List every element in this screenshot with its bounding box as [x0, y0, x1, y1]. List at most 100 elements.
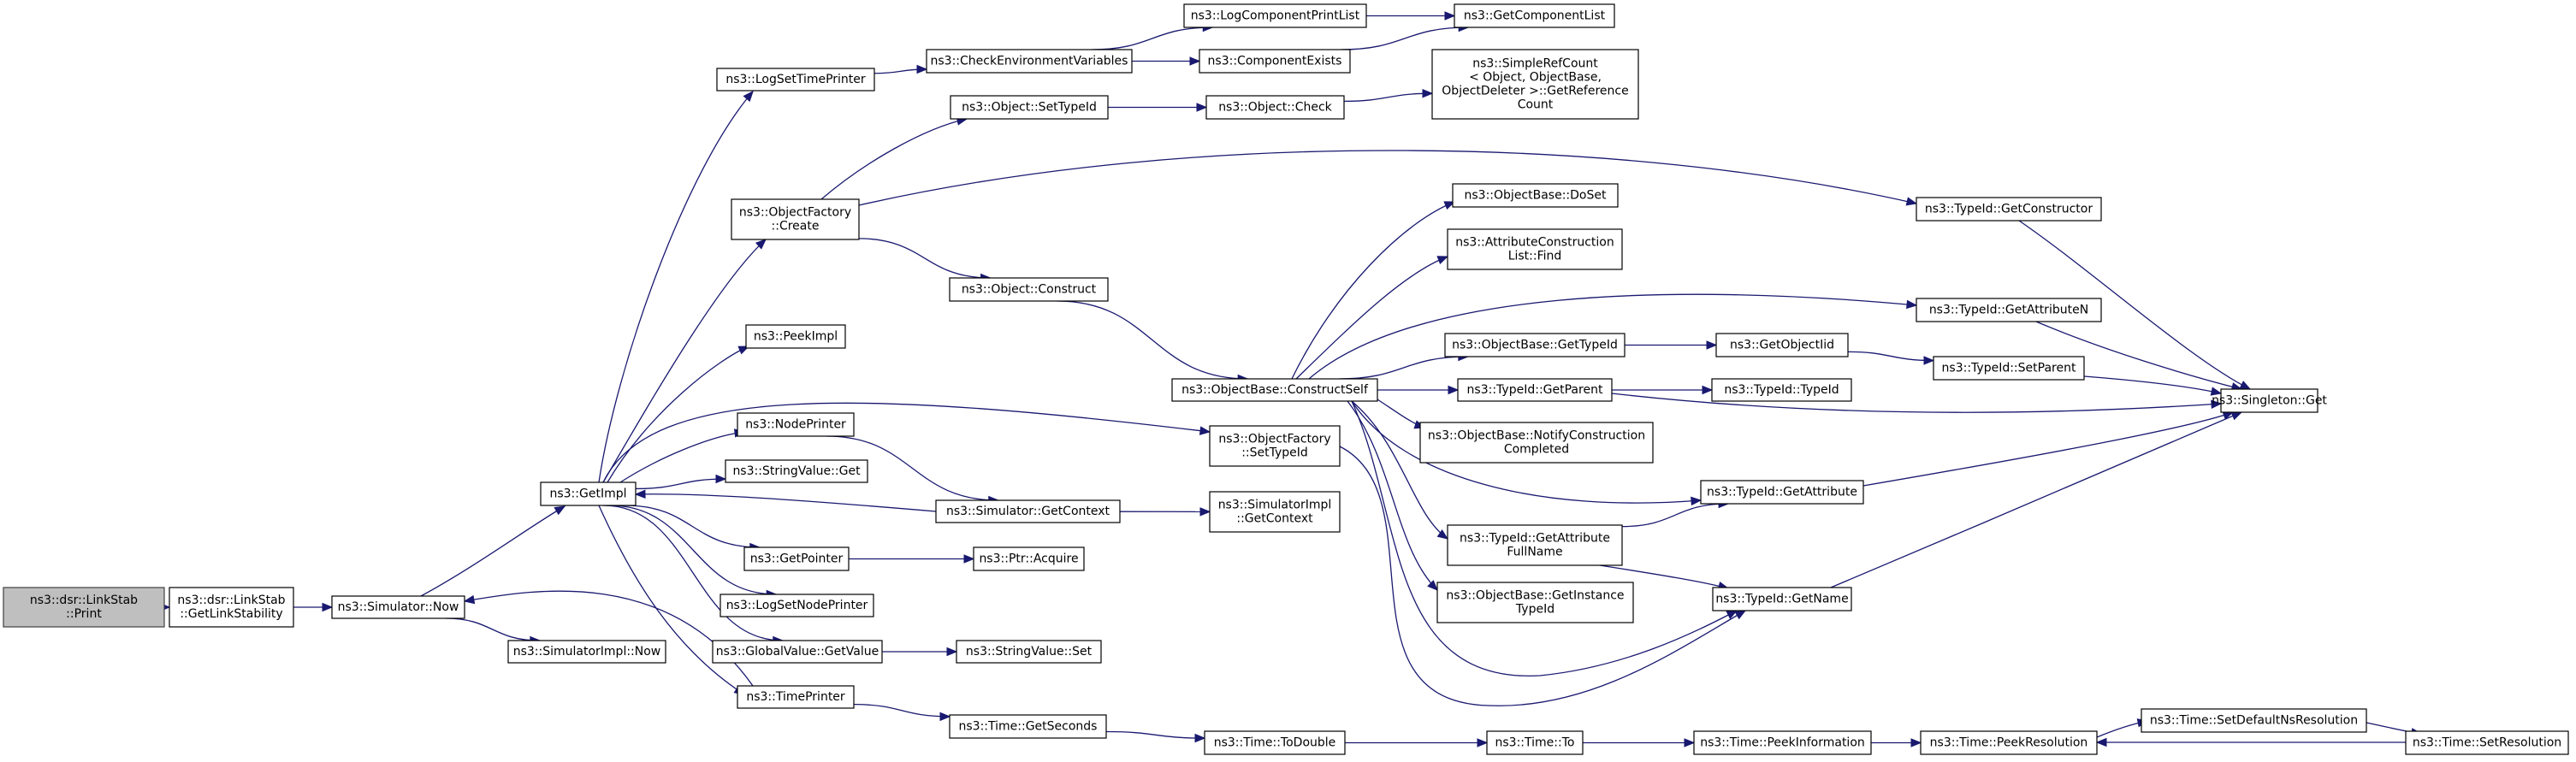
node-tidgetparent[interactable]: ns3::TypeId::GetParent: [1457, 378, 1613, 402]
node-label: ns3::Singleton::Get: [2212, 394, 2327, 408]
node-label: ::GetLinkStability: [180, 607, 282, 621]
edge-line: [445, 617, 540, 641]
node-obconstructself[interactable]: ns3::ObjectBase::ConstructSelf: [1171, 378, 1378, 402]
node-getobjiid[interactable]: ns3::GetObjectIid: [1715, 333, 1849, 357]
edge-line: [1105, 730, 1205, 739]
node-box: [1205, 95, 1345, 120]
node-tidgetattrn[interactable]: ns3::TypeId::GetAttributeN: [1916, 298, 2102, 322]
node-obgettypeid[interactable]: ns3::ObjectBase::GetTypeId: [1444, 333, 1626, 357]
node-label: ns3::Ptr::Acquire: [979, 552, 1078, 566]
node-timetodouble[interactable]: ns3::Time::ToDouble: [1204, 730, 1346, 755]
node-label: ns3::ObjectBase::GetInstance: [1446, 589, 1624, 603]
edge-getpointer-to-ptracquire: [849, 554, 975, 564]
node-logsettime[interactable]: ns3::LogSetTimePrinter: [716, 68, 875, 92]
node-checkenv[interactable]: ns3::CheckEnvironmentVariables: [926, 49, 1133, 74]
node-objcheck[interactable]: ns3::Object::Check: [1205, 95, 1345, 120]
node-box: [3, 587, 165, 628]
node-box: [731, 198, 860, 240]
edge-getobjiid-to-tidsetparent: [1847, 351, 1935, 365]
node-timepeekres[interactable]: ns3::Time::PeekResolution: [1920, 730, 2098, 755]
node-label: ns3::Simulator::Now: [338, 600, 459, 614]
node-getimpl[interactable]: ns3::GetImpl: [540, 481, 637, 506]
arrowhead: [1706, 340, 1718, 350]
node-getpointer[interactable]: ns3::GetPointer: [743, 546, 850, 571]
node-label: ns3::ObjectBase::ConstructSelf: [1181, 383, 1369, 397]
arrowhead: [1444, 11, 1456, 21]
node-singletonget[interactable]: ns3::Singleton::Get: [2212, 388, 2327, 413]
node-timesetres[interactable]: ns3::Time::SetResolution: [2405, 730, 2569, 755]
node-obnotify[interactable]: ns3::ObjectBase::NotifyConstructionCompl…: [1419, 422, 1654, 464]
node-gls[interactable]: ns3::dsr::LinkStab::GetLinkStability: [169, 587, 294, 628]
node-box: [745, 324, 846, 349]
node-label: ns3::ComponentExists: [1208, 55, 1342, 68]
node-timepeekinfo[interactable]: ns3::Time::PeekInformation: [1693, 730, 1872, 755]
node-objsettype[interactable]: ns3::Object::SetTypeId: [950, 95, 1109, 120]
edge-getimpl-to-strget: [635, 474, 727, 490]
node-logsetnode[interactable]: ns3::LogSetNodePrinter: [720, 594, 874, 617]
edge-logsettime-to-checkenv: [873, 64, 928, 74]
edge-timeto-to-timepeekinfo: [1582, 738, 1696, 747]
node-ofsettype[interactable]: ns3::ObjectFactory::SetTypeId: [1209, 425, 1341, 467]
node-simimplgetctx[interactable]: ns3::SimulatorImpl::GetContext: [1209, 491, 1341, 533]
node-tidgetctor[interactable]: ns3::TypeId::GetConstructor: [1916, 197, 2102, 222]
edge-tidgetattr-to-singletonget: [1862, 411, 2235, 487]
node-objconstruct[interactable]: ns3::Object::Construct: [949, 277, 1109, 302]
node-ofcreate[interactable]: ns3::ObjectFactory::Create: [731, 198, 860, 240]
edge-timesetres-to-timepeekres: [2095, 737, 2406, 747]
node-obdoset[interactable]: ns3::ObjectBase::DoSet: [1452, 183, 1619, 208]
node-tidtypeid[interactable]: ns3::TypeId::TypeId: [1711, 378, 1852, 402]
arrowhead: [1448, 385, 1460, 395]
node-simgetctx[interactable]: ns3::Simulator::GetContext: [935, 499, 1121, 523]
node-peekimpl[interactable]: ns3::PeekImpl: [745, 324, 846, 349]
node-compexists[interactable]: ns3::ComponentExists: [1199, 49, 1351, 74]
edge-line: [1347, 400, 1438, 591]
node-label: ::Create: [772, 220, 820, 233]
arrowhead: [1199, 507, 1211, 517]
node-tidgetname[interactable]: ns3::TypeId::GetName: [1712, 587, 1852, 611]
node-label: ns3::GlobalValue::GetValue: [716, 645, 879, 659]
node-timegetsec[interactable]: ns3::Time::GetSeconds: [949, 714, 1107, 739]
node-ptracquire[interactable]: ns3::Ptr::Acquire: [973, 546, 1085, 571]
edge-timegetsec-to-timetodouble: [1105, 730, 1206, 743]
node-simplerefcount[interactable]: ns3::SimpleRefCount< Object, ObjectBase,…: [1431, 49, 1639, 120]
edge-line: [1291, 201, 1455, 380]
node-root[interactable]: ns3::dsr::LinkStab::Print: [3, 587, 165, 628]
node-simimplnow[interactable]: ns3::SimulatorImpl::Now: [507, 640, 666, 664]
node-strset[interactable]: ns3::StringValue::Set: [956, 640, 1102, 664]
node-gvget[interactable]: ns3::GlobalValue::GetValue: [712, 640, 883, 664]
edge-gvget-to-strset: [882, 647, 958, 657]
arrowhead: [2211, 399, 2223, 409]
node-label: ns3::GetPointer: [750, 552, 844, 566]
node-tidgetattr[interactable]: ns3::TypeId::GetAttribute: [1700, 480, 1864, 505]
arrowhead: [463, 594, 476, 605]
node-box: [949, 714, 1107, 739]
node-nodeprinter[interactable]: ns3::NodePrinter: [737, 412, 855, 437]
node-timesetdefault[interactable]: ns3::Time::SetDefaultNsResolution: [2141, 708, 2367, 733]
node-box: [2405, 730, 2569, 755]
arrowhead: [322, 602, 334, 612]
node-box: [1933, 356, 2085, 381]
node-strget[interactable]: ns3::StringValue::Get: [725, 459, 868, 483]
node-tidsetparent[interactable]: ns3::TypeId::SetParent: [1933, 356, 2085, 381]
arrowhead: [1477, 738, 1489, 747]
arrowhead: [1923, 356, 1935, 365]
node-box: [1452, 183, 1619, 208]
node-box: [1171, 378, 1378, 402]
node-getcomplist[interactable]: ns3::GetComponentList: [1454, 3, 1615, 28]
edge-simgetctx-to-getimpl: [634, 489, 937, 512]
node-now[interactable]: ns3::Simulator::Now: [331, 595, 465, 619]
edge-now-to-getimpl: [420, 505, 566, 597]
node-box: [737, 412, 855, 437]
edge-logcompprint-to-getcomplist: [1366, 11, 1456, 21]
node-box: [1209, 425, 1341, 467]
node-timeto[interactable]: ns3::Time::To: [1486, 730, 1584, 755]
node-box: [507, 640, 666, 664]
node-label: ns3::Object::Check: [1218, 101, 1332, 115]
node-logcompprint[interactable]: ns3::LogComponentPrintList: [1183, 3, 1367, 28]
node-label: ns3::GetComponentList: [1464, 9, 1606, 23]
node-box: [540, 481, 637, 506]
node-timeprinter[interactable]: ns3::TimePrinter: [737, 685, 855, 709]
